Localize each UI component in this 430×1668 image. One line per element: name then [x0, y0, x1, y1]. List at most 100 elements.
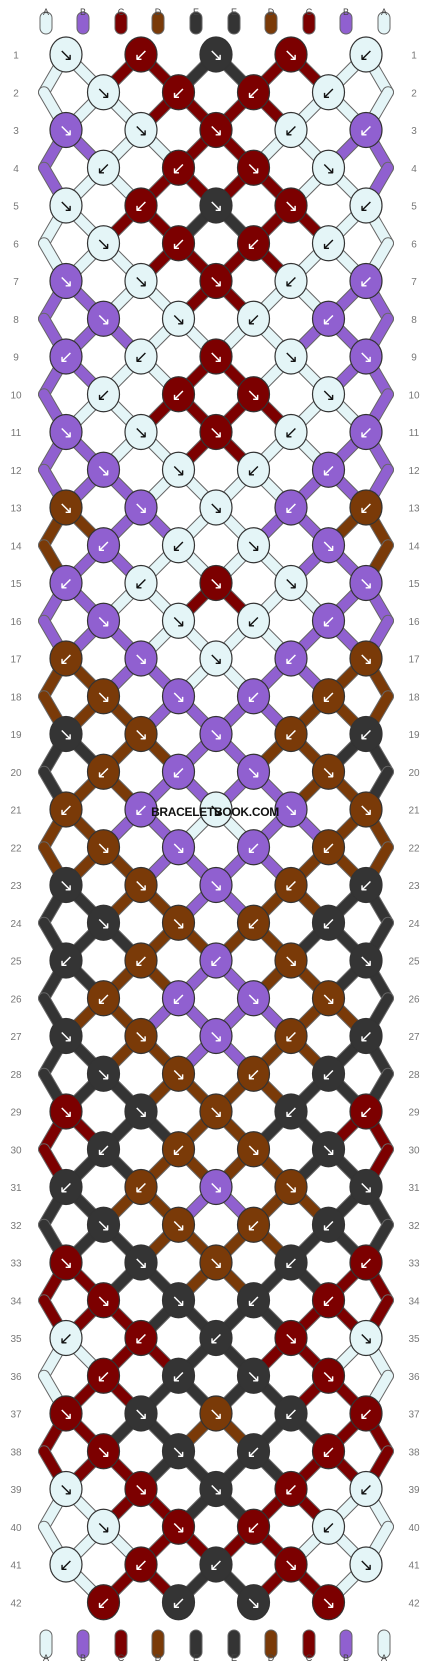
row-number-left: 16 — [10, 617, 22, 628]
knot-arrow-icon: ↙ — [359, 499, 373, 519]
knot-body — [349, 1168, 383, 1206]
knot-arrow-icon: ↘ — [96, 1518, 110, 1538]
knot: ↙ — [199, 1319, 233, 1357]
knot-arrow-icon: ↙ — [59, 1178, 73, 1198]
bottom-strand-label: E — [231, 1653, 237, 1663]
knot: ↙ — [274, 1244, 308, 1281]
knot: ↘ — [161, 904, 196, 941]
row-number-right: 20 — [408, 768, 420, 779]
knot-arrow-icon: ↙ — [96, 989, 110, 1009]
knot-body — [311, 829, 346, 866]
knot-arrow-icon: ↘ — [134, 1103, 148, 1123]
row-number-left: 1 — [13, 51, 19, 62]
knot-body — [124, 1244, 158, 1281]
knot-body — [49, 1244, 83, 1281]
knot: ↙ — [274, 1017, 308, 1055]
knot: ↘ — [161, 1433, 196, 1470]
knot-body — [236, 300, 271, 337]
knot-arrow-icon: ↘ — [171, 914, 185, 934]
top-strand-stub — [302, 11, 316, 35]
knot-arrow-icon: ↙ — [171, 1367, 185, 1387]
knot: ↘ — [274, 791, 308, 828]
knot-arrow-icon: ↘ — [134, 1480, 148, 1500]
knots: ↘↙↘↘↙↘↙↙↙↘↘↘↙↙↙↙↘↘↘↙↘↘↙↘↙↙↙↘↘↘↙↙↘↘↙↙↙↙↘↘… — [49, 36, 383, 1621]
knot: ↘ — [86, 300, 121, 337]
row-number-right: 24 — [408, 919, 420, 930]
knot-body — [199, 262, 233, 300]
knot-arrow-icon: ↘ — [246, 536, 260, 556]
knot: ↘ — [349, 942, 383, 979]
knot-body — [49, 715, 83, 753]
knot: ↘ — [161, 300, 196, 337]
row-number-left: 41 — [10, 1561, 22, 1572]
knot: ↘ — [49, 187, 83, 224]
knot-arrow-icon: ↙ — [96, 1593, 110, 1613]
knot-arrow-icon: ↙ — [134, 46, 148, 66]
knot: ↘ — [274, 1546, 308, 1583]
knot-body — [161, 1282, 196, 1319]
knot-arrow-icon: ↙ — [209, 1329, 223, 1349]
knot-arrow-icon: ↙ — [246, 234, 260, 254]
knot-arrow-icon: ↘ — [359, 348, 373, 368]
knot-arrow-icon: ↘ — [96, 234, 110, 254]
knot: ↘ — [49, 866, 83, 904]
knot-body — [199, 489, 233, 526]
top-strand-stub — [114, 11, 128, 35]
knot: ↘ — [124, 1093, 158, 1130]
knot-arrow-icon: ↙ — [246, 838, 260, 858]
knot-arrow-icon: ↙ — [359, 197, 373, 217]
knot: ↘ — [86, 602, 121, 639]
knot: ↘ — [86, 74, 121, 111]
row-number-left: 15 — [10, 579, 22, 590]
knot-arrow-icon: ↘ — [209, 574, 223, 594]
knot: ↙ — [236, 451, 271, 488]
knot: ↘ — [199, 111, 233, 149]
knot: ↙ — [236, 1282, 271, 1319]
knot-body — [349, 338, 383, 375]
knot-arrow-icon: ↙ — [321, 1065, 335, 1085]
knot: ↘ — [349, 1546, 383, 1583]
knot-arrow-icon: ↘ — [134, 423, 148, 443]
bottom-strand-label: C — [306, 1653, 313, 1663]
knot: ↙ — [311, 829, 346, 866]
knot: ↘ — [349, 564, 383, 602]
knot-arrow-icon: ↘ — [171, 1216, 185, 1236]
row-number-right: 1 — [411, 51, 417, 62]
knot-body — [86, 376, 121, 413]
knot: ↙ — [311, 1282, 346, 1319]
top-strand-stub — [39, 11, 53, 35]
row-number-right: 34 — [408, 1296, 420, 1307]
knot-body — [274, 715, 308, 753]
knot-body — [236, 1206, 271, 1243]
knot-body — [349, 262, 383, 300]
knot-arrow-icon: ↙ — [134, 952, 148, 972]
knot-arrow-icon: ↙ — [96, 1140, 110, 1160]
knot-body — [86, 753, 121, 790]
knot-body — [311, 678, 346, 715]
knot-arrow-icon: ↘ — [246, 159, 260, 179]
row-number-left: 22 — [10, 843, 22, 854]
knot-arrow-icon: ↙ — [321, 234, 335, 254]
knot: ↘ — [86, 1433, 121, 1470]
knot-arrow-icon: ↘ — [171, 461, 185, 481]
knot: ↘ — [199, 1470, 233, 1508]
knot: ↙ — [124, 1319, 158, 1357]
knot-arrow-icon: ↙ — [321, 914, 335, 934]
knot-arrow-icon: ↙ — [284, 1405, 298, 1425]
knot-body — [161, 1357, 196, 1394]
knot: ↘ — [236, 149, 271, 186]
knot-arrow-icon: ↘ — [59, 272, 73, 292]
knot-arrow-icon: ↘ — [96, 83, 110, 103]
knot: ↙ — [86, 1584, 121, 1621]
row-number-right: 32 — [408, 1221, 420, 1232]
bottom-strand-label: D — [155, 1653, 162, 1663]
knot: ↙ — [49, 338, 83, 375]
row-number-left: 31 — [10, 1183, 22, 1194]
knot-body — [311, 1282, 346, 1319]
knot-body — [161, 1206, 196, 1243]
row-number-right: 2 — [411, 88, 417, 99]
knot-body — [86, 904, 121, 941]
knot-body — [199, 36, 233, 73]
